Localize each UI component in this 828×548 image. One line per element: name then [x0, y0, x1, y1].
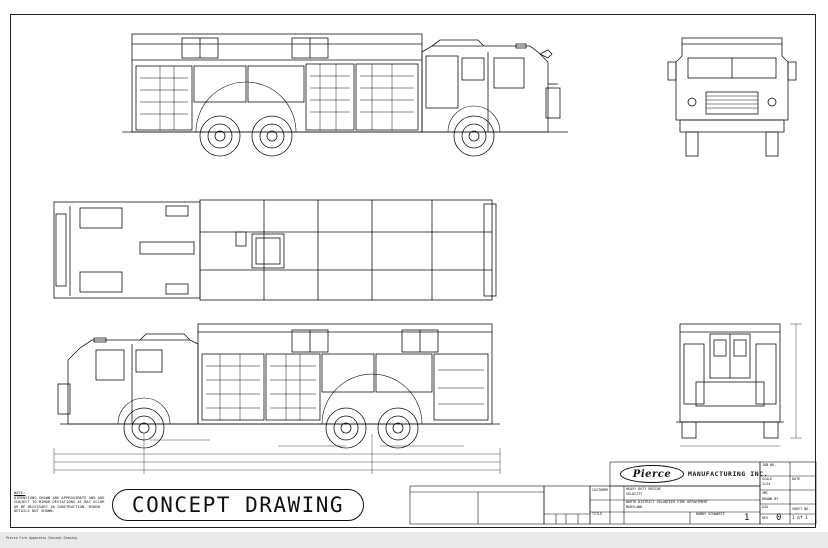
title-label: TITLE [592, 512, 603, 516]
drawn-by-label: DRAWN BY [762, 497, 779, 501]
scale-value: 1=24 [762, 482, 771, 486]
checked-value: AJU [762, 505, 769, 509]
chassis-value: VELOCITY [626, 492, 643, 496]
sheet-border [10, 14, 816, 528]
concept-drawing-label: CONCEPT DRAWING [112, 489, 364, 521]
page-footer: Pierce Fire Apparatus Concept Drawing [0, 532, 828, 548]
rev-label: REV [762, 516, 769, 520]
plan-view [53, 199, 497, 301]
footer-text: Pierce Fire Apparatus Concept Drawing [6, 536, 78, 540]
customer-label: CUSTOMER [592, 488, 609, 492]
drawn-name: RANDY SCHWARTZ [696, 512, 725, 516]
side-view-driver [122, 33, 568, 157]
manufacturer-name: MANUFACTURING INC. [688, 470, 769, 478]
date-label: DATE [792, 477, 801, 481]
rear-view [676, 323, 802, 447]
notes-block: NOTE: DIMENSIONS SHOWN ARE APPROXIMATE A… [14, 491, 106, 525]
drawn-initials: SMC [762, 491, 769, 495]
big-number: 1 [744, 513, 750, 523]
front-view [667, 37, 797, 157]
job-no-label: JOB NO. [762, 463, 777, 467]
big-rev: 0 [776, 513, 782, 523]
sheet-no-label: SHEET NO. [792, 507, 811, 511]
customer-name: NORTH DISTRICT VOLUNTEER FIRE DEPARTMENT [626, 500, 708, 504]
side-view-officer [53, 323, 501, 474]
notes-title: NOTE: [14, 491, 26, 495]
pierce-logo: Pierce [620, 465, 684, 483]
sheet-value: 1 of 1 [792, 516, 808, 521]
scale-label: SCALE [762, 477, 773, 481]
logo-text: Pierce [632, 468, 672, 480]
location-value: MARYLAND [626, 505, 643, 509]
title-block-grid [409, 461, 817, 525]
model-value: HEAVY DUTY RESCUE [626, 487, 661, 491]
notes-body: DIMENSIONS SHOWN ARE APPROXIMATE AND ARE… [14, 495, 105, 514]
